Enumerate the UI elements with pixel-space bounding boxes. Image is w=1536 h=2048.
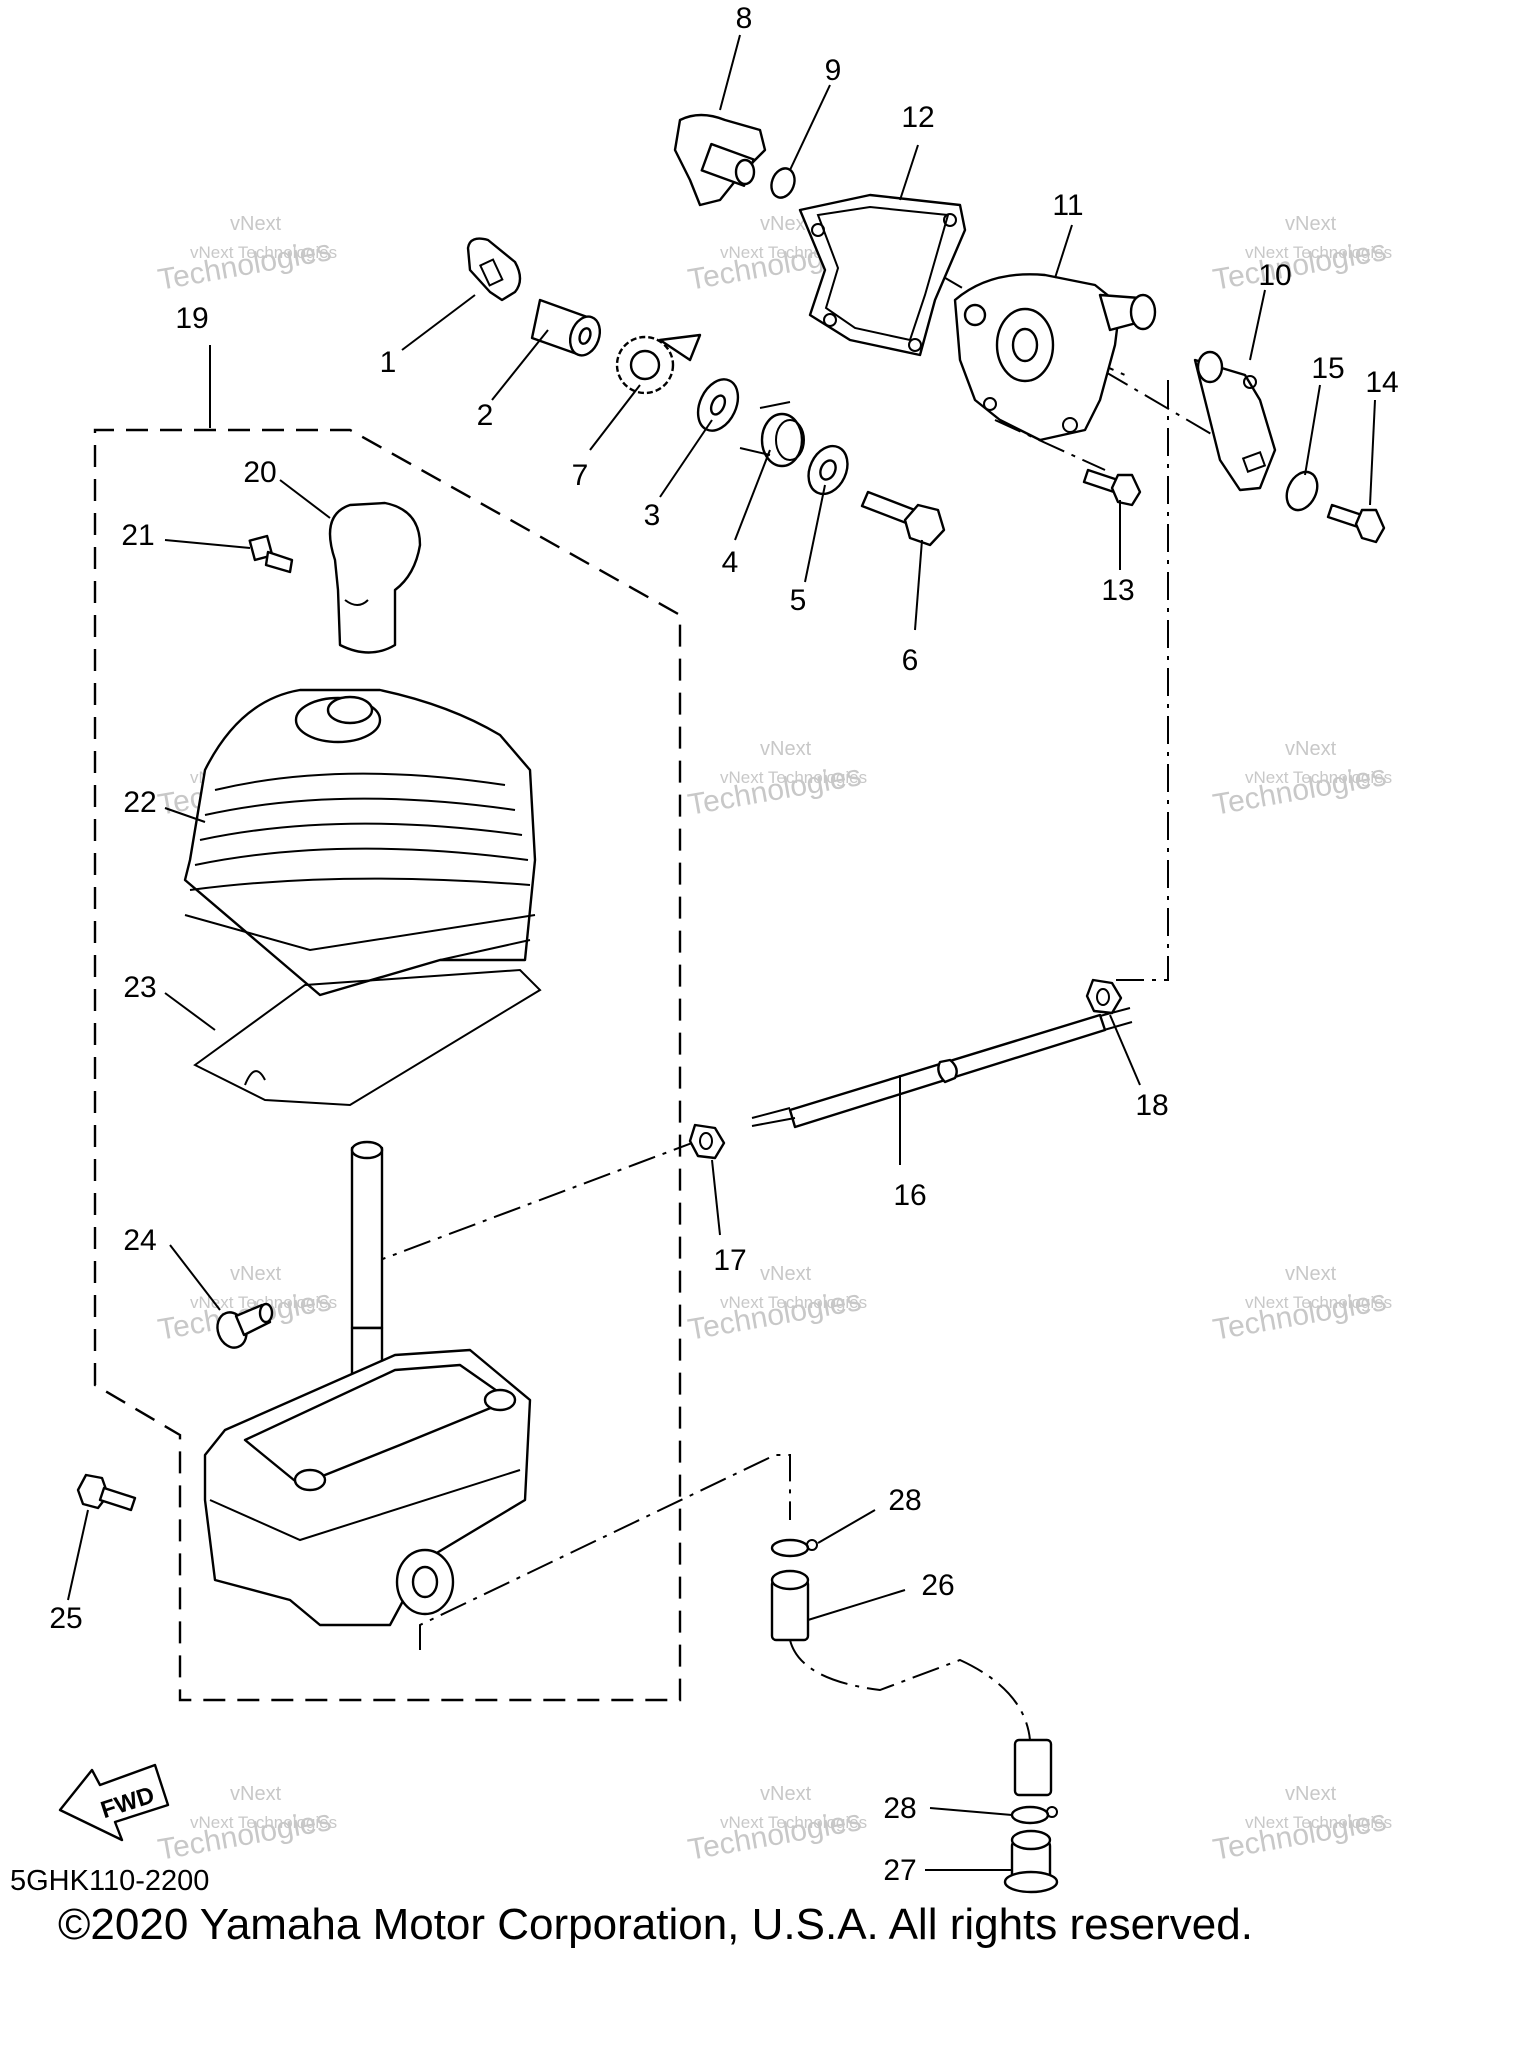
svg-text:vNext Technologies: vNext Technologies [720, 1813, 867, 1832]
part-5-washer [807, 444, 849, 496]
callout-4: 4 [722, 546, 739, 579]
svg-text:vNext Technologies: vNext Technologies [190, 1813, 337, 1832]
svg-text:vNext: vNext [1285, 1783, 1337, 1805]
assembly-boundary [93, 428, 682, 1702]
watermark: vNext vNext Technologies Technologies [1210, 1783, 1392, 1867]
part-20-knob [328, 501, 422, 654]
callout-21: 21 [121, 519, 154, 552]
svg-text:vNext Technologies: vNext Technologies [1245, 768, 1392, 787]
part-11-housing [953, 273, 1157, 442]
callout-1: 1 [380, 346, 397, 379]
part-3-washer [696, 378, 740, 432]
svg-text:vNext: vNext [760, 738, 812, 760]
callout-3: 3 [644, 499, 661, 532]
callout-18: 18 [1135, 1089, 1168, 1122]
svg-text:vNext Technologies: vNext Technologies [720, 1293, 867, 1312]
callout-24: 24 [123, 1224, 156, 1257]
callout-14: 14 [1365, 366, 1398, 399]
part-23-clip [193, 968, 542, 1107]
part-21-screw [248, 534, 294, 574]
callout-25: 25 [49, 1602, 82, 1635]
part-8-shift-cam [673, 113, 767, 207]
svg-text:vNext: vNext [1285, 213, 1337, 235]
svg-text:vNext: vNext [760, 1783, 812, 1805]
callouts: 1 2 3 4 5 6 7 8 9 10 11 12 13 14 15 16 1… [49, 2, 1398, 1887]
part-12-gasket [798, 193, 967, 357]
part-26-hose [770, 1569, 1053, 1797]
callout-23: 23 [123, 971, 156, 1004]
svg-text:vNext Technologies: vNext Technologies [1245, 243, 1392, 262]
svg-text:vNext Technologies: vNext Technologies [1245, 1813, 1392, 1832]
callout-15: 15 [1311, 352, 1344, 385]
callout-7: 7 [572, 459, 589, 492]
callout-16: 16 [893, 1179, 926, 1212]
watermark: vNext vNext Technologies Technologies [155, 1783, 337, 1867]
part-4-spring [739, 401, 805, 468]
watermark: vNext vNext Technologies Technologies [1210, 213, 1392, 297]
svg-text:vNext Technologies: vNext Technologies [190, 243, 337, 262]
svg-text:vNext: vNext [760, 1263, 812, 1285]
part-15-washer [1285, 470, 1319, 512]
svg-text:vNext: vNext [230, 1783, 282, 1805]
svg-text:vNext: vNext [230, 213, 282, 235]
part-18-nut [1085, 978, 1123, 1015]
part-7-gear [615, 333, 702, 395]
part-10-lever [1193, 350, 1277, 492]
callout-11: 11 [1052, 189, 1083, 222]
callout-28-lower: 28 [883, 1792, 916, 1825]
svg-text:vNext Technologies: vNext Technologies [720, 768, 867, 787]
callout-2: 2 [477, 399, 494, 432]
part-28-clamp-lower [1010, 1805, 1058, 1825]
watermark: vNext vNext Technologies Technologies [1210, 1263, 1392, 1347]
callout-27: 27 [883, 1854, 916, 1887]
drawing-code: 5GHK110-2200 [10, 1865, 210, 1897]
svg-text:vNext: vNext [1285, 738, 1337, 760]
watermark: vNext vNext Technologies Technologies [685, 738, 867, 822]
part-27-cap [1003, 1829, 1059, 1894]
watermark: vNext vNext Technologies Technologies [685, 1783, 867, 1867]
callout-19: 19 [175, 302, 208, 335]
callout-10: 10 [1258, 259, 1291, 292]
callout-6: 6 [902, 644, 919, 677]
part-17-nut [688, 1123, 726, 1160]
leader-lines [67, 34, 1376, 1871]
callout-26: 26 [921, 1569, 954, 1602]
callout-12: 12 [901, 101, 934, 134]
part-28-clamp-upper [770, 1538, 818, 1558]
part-14-bolt [1326, 503, 1386, 544]
svg-text:vNext Technologies: vNext Technologies [1245, 1293, 1392, 1312]
callout-13: 13 [1101, 574, 1134, 607]
watermark: vNext vNext Technologies Technologies [1210, 738, 1392, 822]
shift-unit [203, 1140, 532, 1627]
part-6-bolt [860, 490, 946, 547]
part-2-collar [530, 298, 602, 357]
callout-8: 8 [736, 2, 753, 35]
part-16-rod [751, 1007, 1133, 1129]
fwd-arrow-icon: FWD [58, 1763, 170, 1842]
callout-20: 20 [243, 456, 276, 489]
part-13-bolt [1082, 468, 1142, 507]
part-9-oring [770, 167, 796, 199]
callout-22: 22 [123, 786, 156, 819]
callout-9: 9 [825, 54, 842, 87]
callout-17: 17 [713, 1244, 746, 1277]
svg-text:vNext: vNext [1285, 1263, 1337, 1285]
part-24-fitting [216, 1302, 274, 1349]
part-25-bolt [76, 1473, 137, 1512]
svg-text:vNext: vNext [230, 1263, 282, 1285]
callout-28-upper: 28 [888, 1484, 921, 1517]
part-22-boot [183, 688, 537, 997]
watermark: vNext vNext Technologies Technologies [155, 213, 337, 297]
svg-text:vNext: vNext [760, 213, 812, 235]
callout-5: 5 [790, 584, 807, 617]
svg-text:vNext Technologies: vNext Technologies [190, 1293, 337, 1312]
copyright-notice: ©2020 Yamaha Motor Corporation, U.S.A. A… [58, 1900, 1253, 1949]
part-1-retainer [466, 237, 522, 302]
